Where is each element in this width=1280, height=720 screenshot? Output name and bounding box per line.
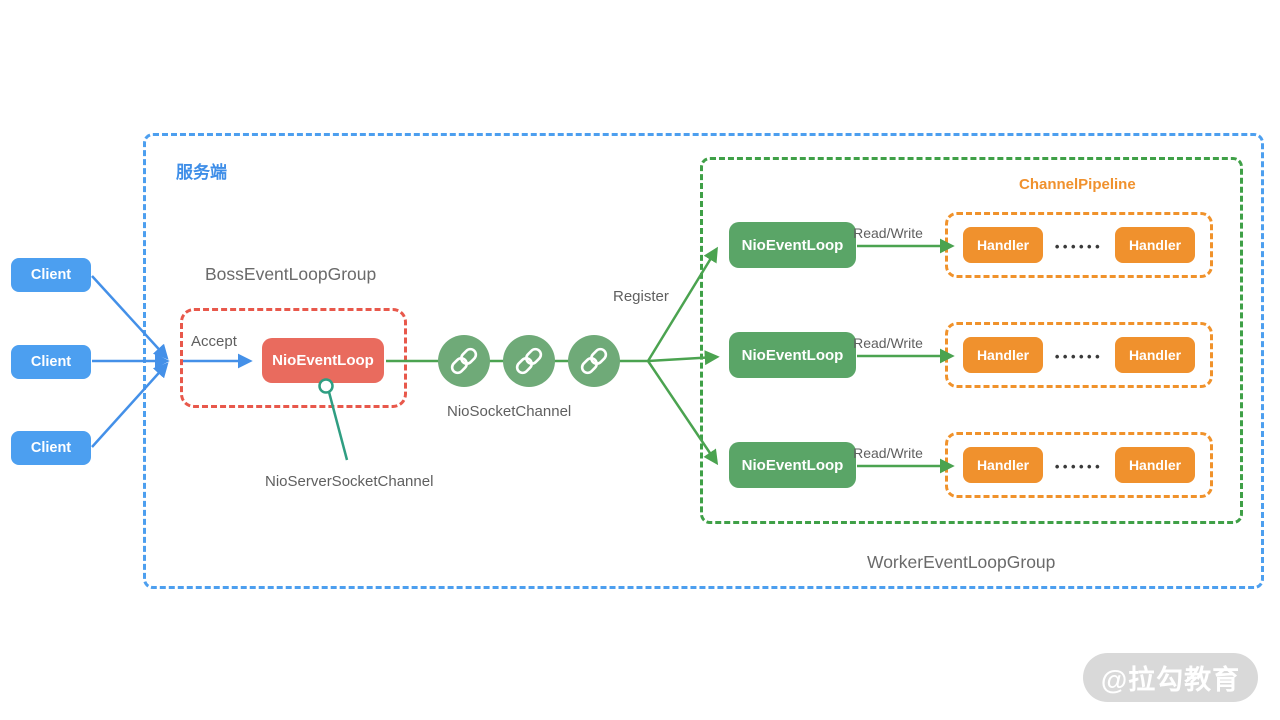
nio-server-socket-channel-label: NioServerSocketChannel [265,473,434,490]
boss-eventloopgroup-title: BossEventLoopGroup [205,264,377,284]
server-side-label: 服务端 [176,163,227,182]
handler-node: Handler [1115,227,1195,263]
register-label: Register [613,288,669,305]
client-node: Client [11,431,91,465]
boss-eventloopgroup-box [180,308,407,408]
client-node: Client [11,345,91,379]
channel-pipeline-label: ChannelPipeline [1019,176,1136,193]
handler-node: Handler [1115,337,1195,373]
worker-nio-event-loop-node: NioEventLoop [729,442,856,488]
handler-node: Handler [963,337,1043,373]
worker-nio-event-loop-node: NioEventLoop [729,332,856,378]
accept-label: Accept [191,333,237,350]
client-node: Client [11,258,91,292]
handler-node: Handler [1115,447,1195,483]
worker-eventloopgroup-title: WorkerEventLoopGroup [867,552,1056,572]
handler-node: Handler [963,447,1043,483]
worker-nio-event-loop-node: NioEventLoop [729,222,856,268]
handler-ellipsis: •••••• [1054,349,1104,364]
read-write-label: Read/Write [853,445,923,461]
boss-nio-event-loop-node: NioEventLoop [262,338,384,383]
read-write-label: Read/Write [853,335,923,351]
handler-node: Handler [963,227,1043,263]
lagou-education-watermark: @拉勾教育 [1083,653,1258,702]
handler-ellipsis: •••••• [1054,459,1104,474]
read-write-label: Read/Write [853,225,923,241]
handler-ellipsis: •••••• [1054,239,1104,254]
nio-socket-channel-label: NioSocketChannel [447,403,572,420]
